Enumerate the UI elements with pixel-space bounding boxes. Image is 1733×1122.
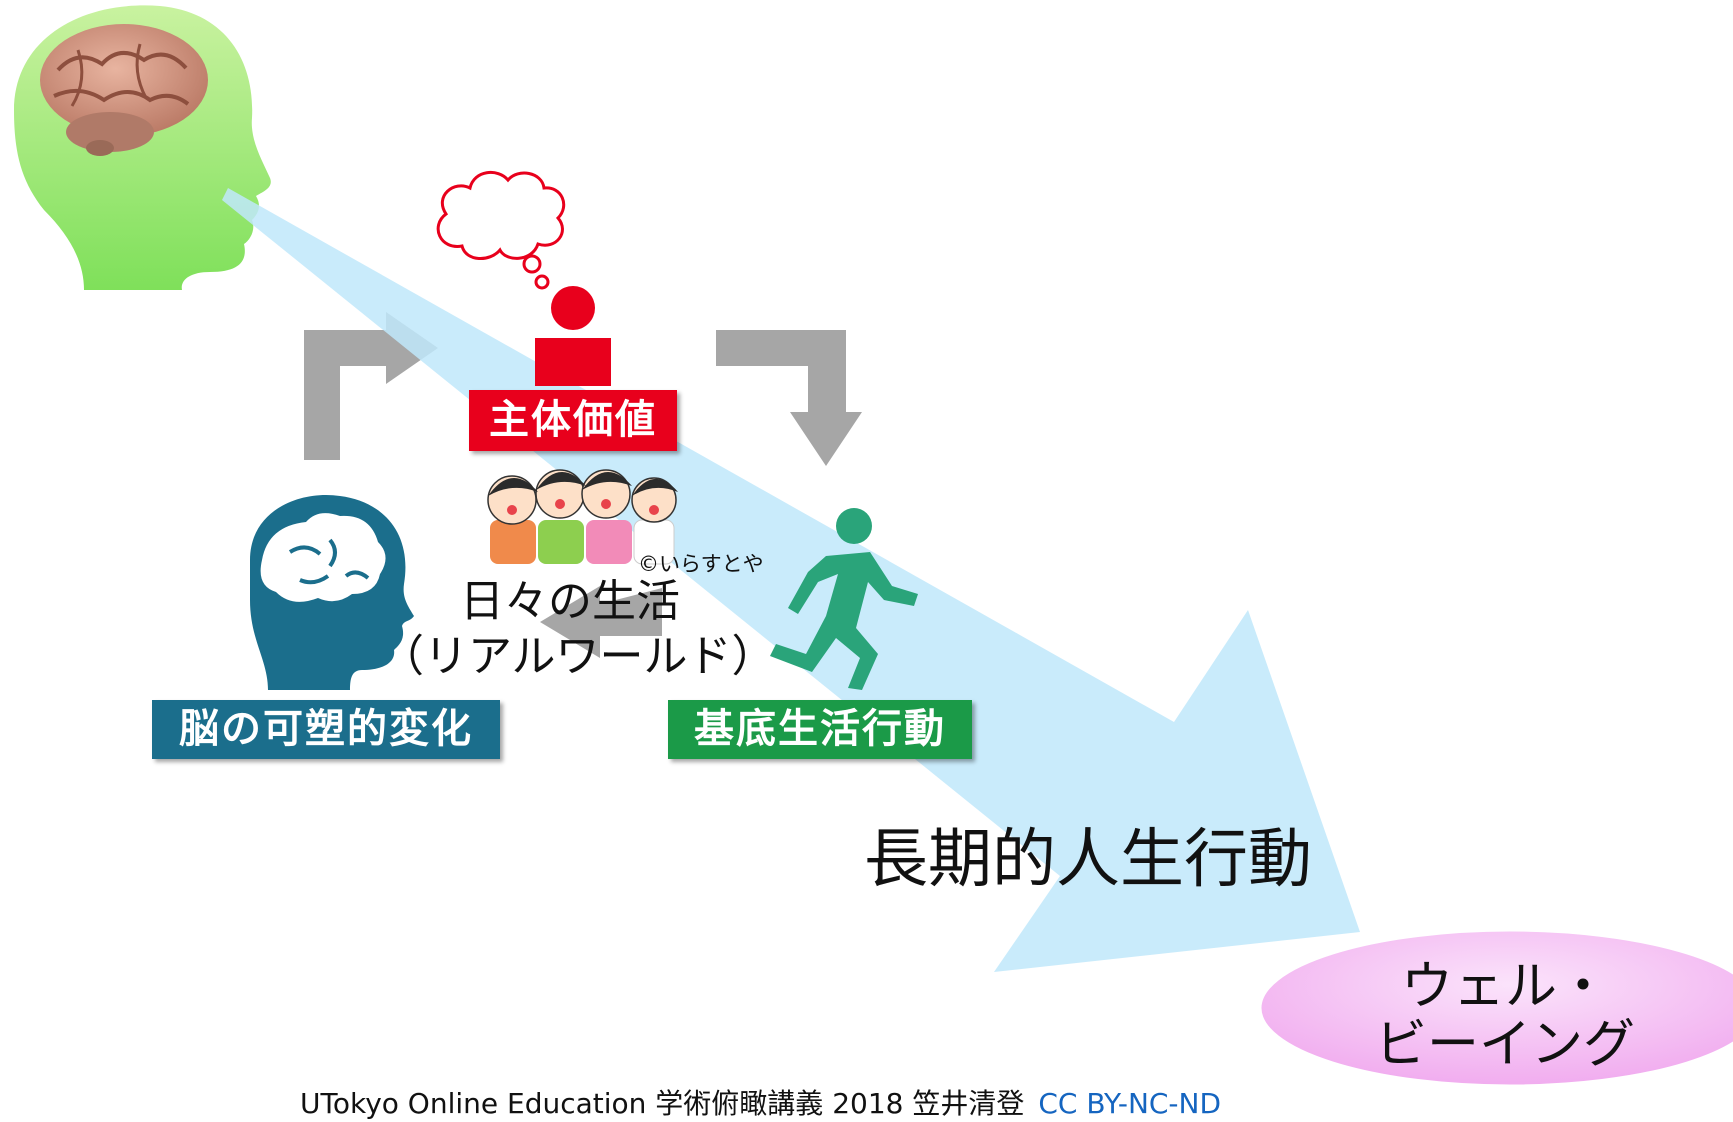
head-with-brain-icon bbox=[250, 494, 414, 690]
brain-icon bbox=[40, 24, 208, 156]
cycle-arrow-icon bbox=[304, 312, 862, 658]
brain-plasticity-label: 脳の可塑的変化 bbox=[152, 700, 500, 759]
footer-license: CC BY-NC-ND bbox=[1038, 1087, 1222, 1120]
footer: UTokyo Online Education 学術俯瞰講義 2018 笠井清登… bbox=[300, 1082, 1221, 1122]
long-term-action-label: 長期的人生行動 bbox=[864, 823, 1312, 897]
children-group-icon bbox=[487, 469, 678, 565]
image-credit: ©いらすとや bbox=[638, 552, 764, 576]
real-world-label: （リアルワールド） bbox=[380, 631, 776, 682]
running-person-icon bbox=[770, 508, 918, 690]
long-term-arrow bbox=[222, 188, 1360, 972]
daily-life-label: 日々の生活 bbox=[460, 576, 680, 627]
footer-credit: UTokyo Online Education 学術俯瞰講義 2018 笠井清登 bbox=[300, 1087, 1025, 1120]
wellbeing-label-line2: ビーイング bbox=[1374, 1015, 1635, 1075]
wellbeing-label-line1: ウェル・ bbox=[1400, 957, 1609, 1017]
subjective-value-label: 主体価値 bbox=[469, 390, 677, 451]
person-icon bbox=[535, 286, 611, 386]
basic-life-action-label: 基底生活行動 bbox=[668, 700, 972, 759]
thought-bubble-icon bbox=[436, 171, 566, 290]
wellbeing-ellipse bbox=[1258, 928, 1733, 1088]
